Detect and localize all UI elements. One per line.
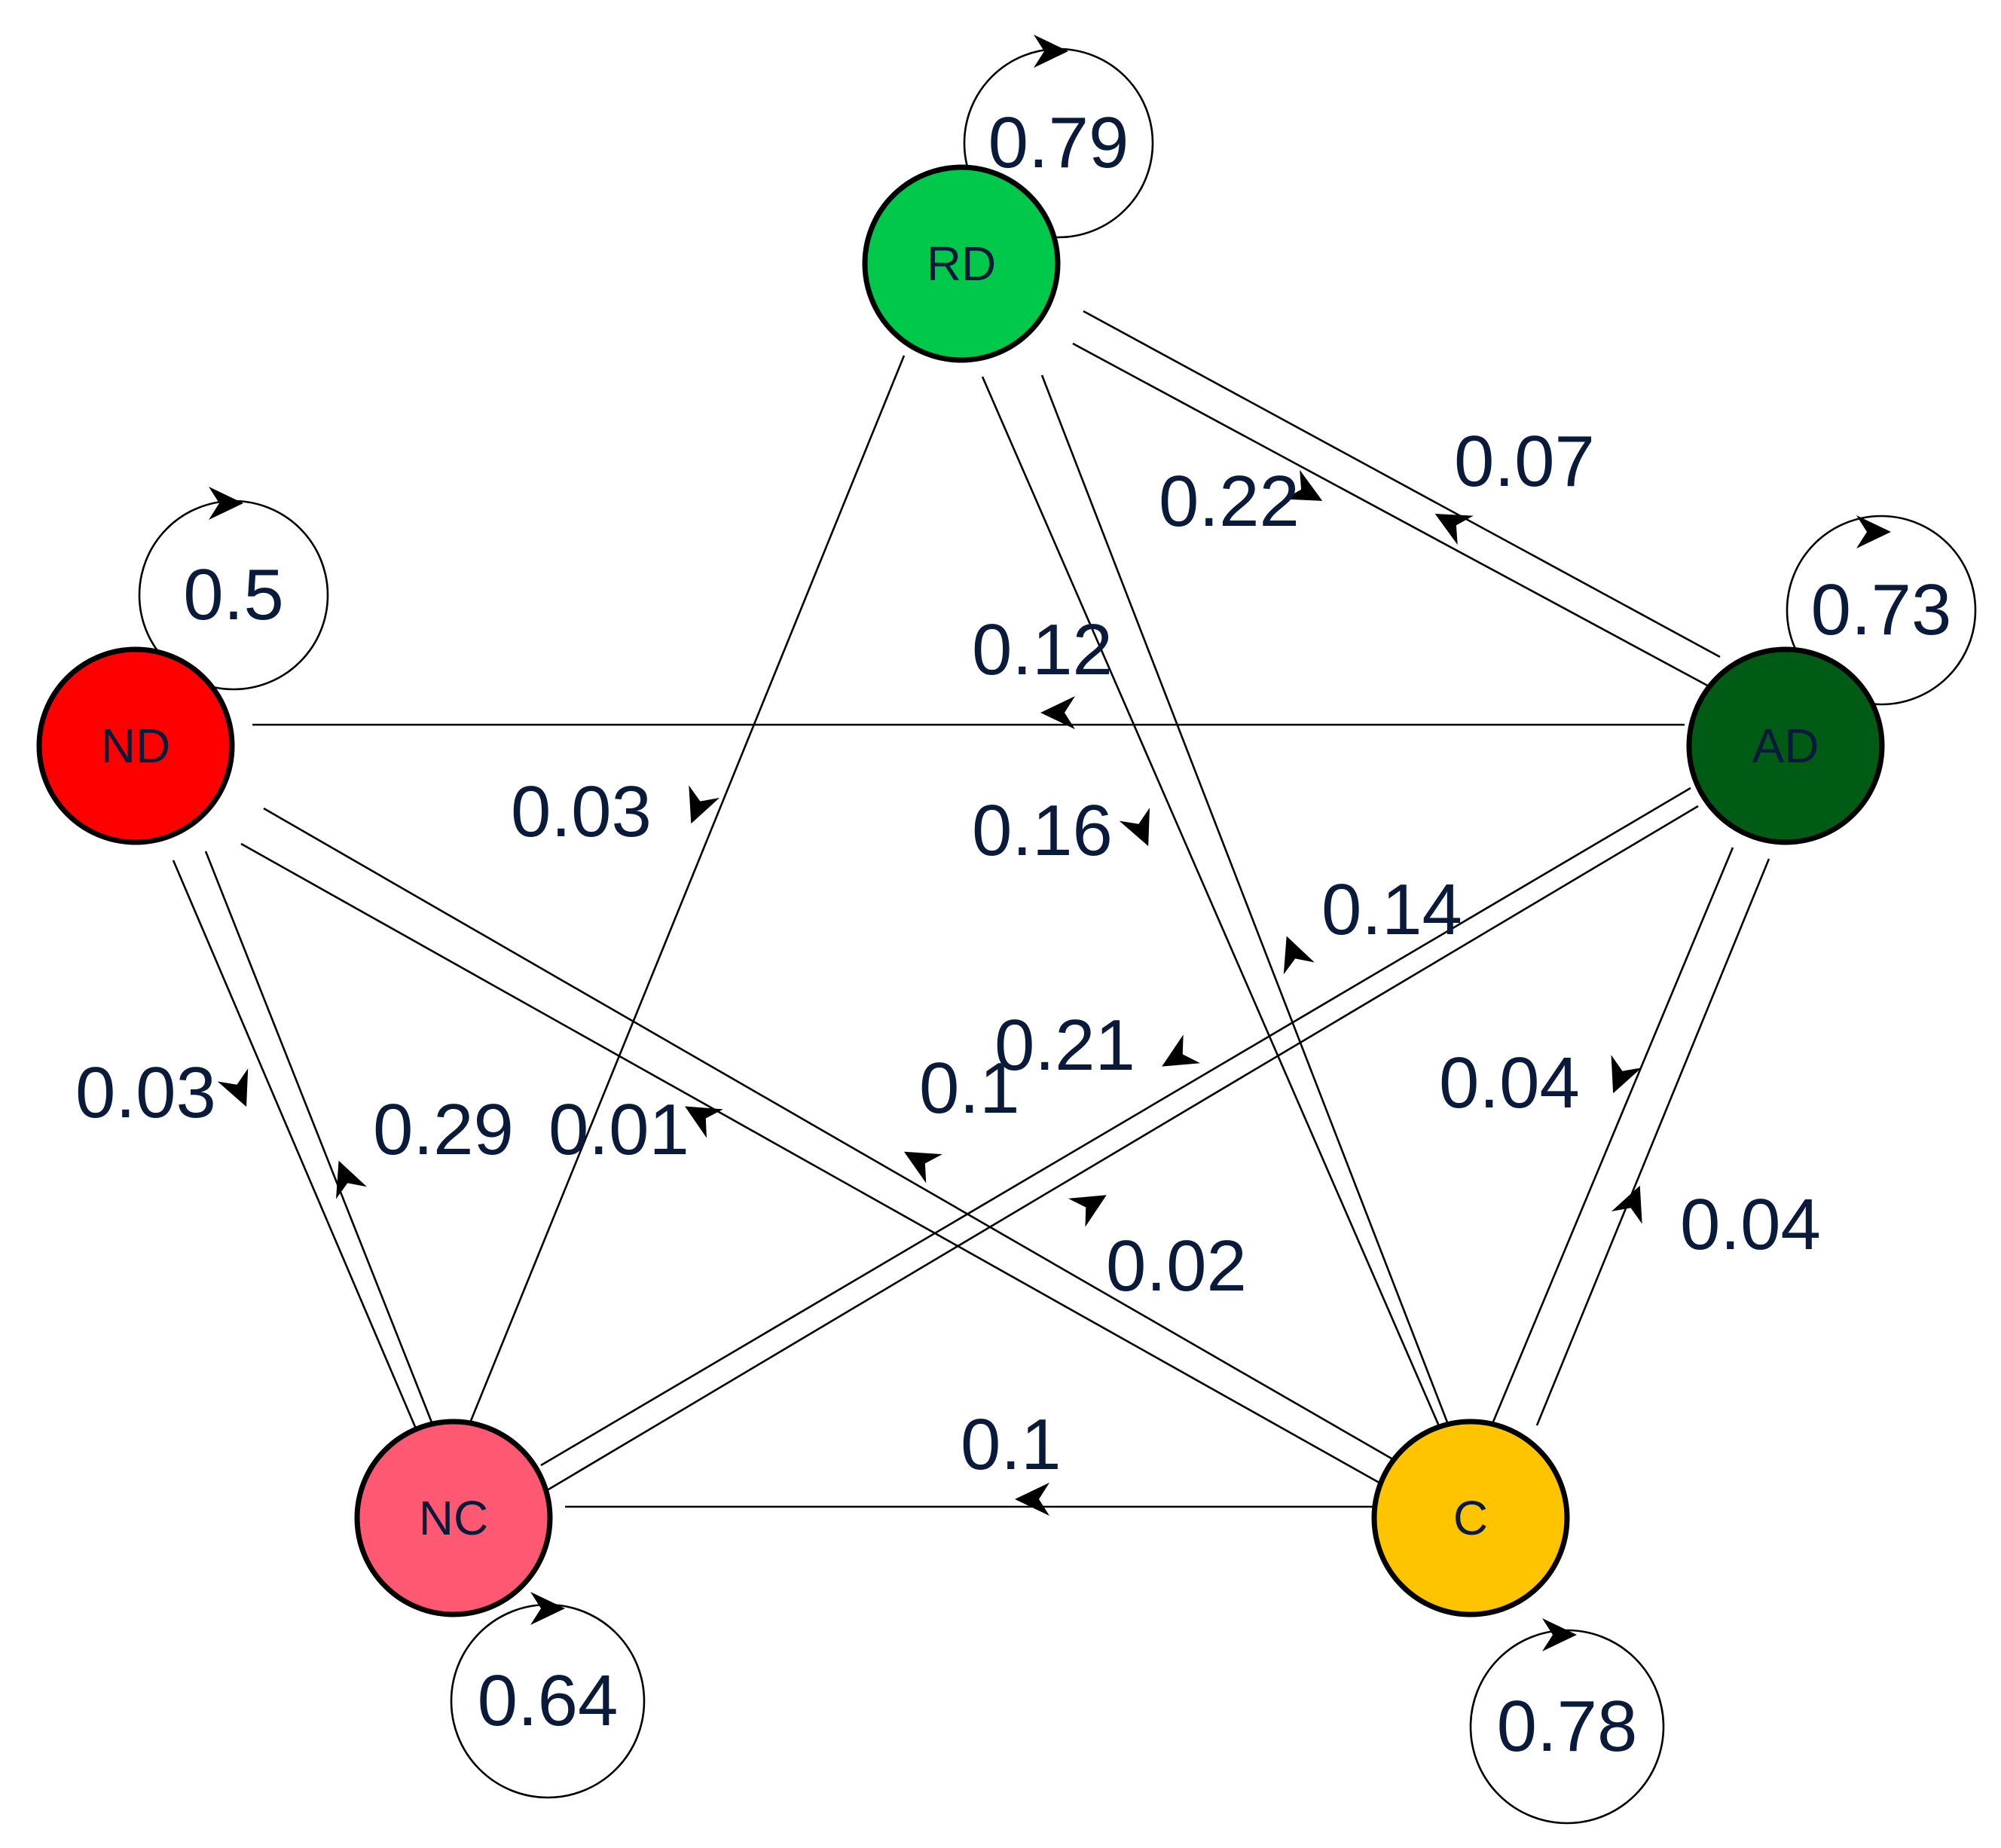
edge-probability-label: 0.29 (373, 1089, 514, 1170)
edge-c-to-nd (240, 842, 1396, 1493)
edge-nc-to-nd (204, 851, 435, 1427)
edge-probability-label: 0.14 (1321, 869, 1462, 950)
node-circle (354, 1419, 553, 1617)
node-circle (36, 646, 235, 845)
node-nd: ND (36, 646, 235, 845)
edge-probability-label: 0.01 (548, 1089, 689, 1170)
loop-probability-label: 0.78 (1497, 1686, 1638, 1767)
edge-rd-to-nc (463, 355, 906, 1438)
edge-arrowhead (1283, 936, 1315, 975)
edge-rd-to-c (981, 376, 1443, 1434)
edge-arrowhead (217, 1068, 249, 1107)
edge-arrowhead (1068, 1195, 1107, 1227)
edge-line (240, 842, 1396, 1493)
edge-probability-label: 0.03 (511, 771, 652, 852)
edge-arrowhead (685, 1106, 723, 1138)
edge-c-to-ad (1535, 858, 1770, 1426)
edge-line (463, 355, 906, 1438)
loop-arrowhead (1856, 515, 1891, 548)
loop-arrowhead (530, 1592, 565, 1625)
node-label: AD (1752, 719, 1819, 773)
node-label: C (1453, 1491, 1488, 1545)
node-nc: NC (354, 1419, 553, 1617)
loop-arrowhead (1542, 1618, 1577, 1651)
loop-circle (1786, 515, 1977, 706)
edge-probability-label: 0.21 (994, 1005, 1135, 1086)
edge-probability-label: 0.22 (1159, 461, 1300, 542)
self-loop-nc (450, 1592, 646, 1799)
edge-probability-label: 0.12 (972, 609, 1113, 690)
node-circle (862, 164, 1061, 363)
edge-line (204, 851, 435, 1427)
node-label: ND (101, 719, 170, 773)
self-loop-c (1469, 1618, 1665, 1825)
loop-arrowhead (209, 487, 243, 520)
edge-ad-to-rd (1083, 310, 1721, 658)
node-label: NC (419, 1491, 488, 1545)
edge-arrowhead (1611, 1185, 1642, 1224)
edge-line (1490, 847, 1734, 1426)
loop-probability-label: 0.79 (988, 102, 1129, 183)
edge-probability-label: 0.07 (1454, 421, 1595, 502)
node-ad: AD (1686, 646, 1885, 845)
edge-arrowhead (1434, 514, 1474, 545)
self-loop-rd (963, 35, 1154, 239)
node-circle (1371, 1419, 1570, 1617)
self-loops-layer (138, 35, 1977, 1825)
edge-line (1535, 858, 1770, 1426)
edge-c-to-rd (1040, 374, 1454, 1437)
edge-line (540, 787, 1691, 1467)
edge-probability-label: 0.04 (1439, 1043, 1580, 1123)
loop-arrowhead (1034, 35, 1068, 68)
loop-probability-label: 0.5 (183, 554, 283, 635)
edge-line (1083, 310, 1721, 658)
edge-nc-to-ad (544, 805, 1699, 1493)
edge-probability-label: 0.03 (75, 1052, 216, 1133)
edge-arrowhead (1284, 469, 1323, 501)
node-label: RD (927, 237, 996, 291)
self-loop-nd (138, 487, 329, 691)
edge-ad-to-c (1490, 847, 1734, 1426)
edge-probability-label: 0.04 (1680, 1184, 1821, 1265)
edge-probability-label: 0.16 (972, 790, 1113, 871)
edge-probability-label: 0.1 (919, 1048, 1019, 1129)
edge-rd-to-ad (1072, 342, 1722, 695)
node-circle (1686, 646, 1885, 845)
edge-arrowhead (1119, 808, 1150, 847)
loop-probability-label: 0.73 (1811, 570, 1952, 650)
self-loop-ad (1786, 515, 1977, 706)
edge-c-to-nc (565, 1483, 1374, 1516)
edge-line (263, 807, 1417, 1474)
edge-nd-to-nc (172, 860, 423, 1443)
loop-probability-label: 0.64 (478, 1660, 619, 1741)
edge-arrowhead (1040, 696, 1075, 729)
edge-arrowhead (1162, 1034, 1200, 1067)
edge-line (981, 376, 1443, 1434)
edge-c-to-nd (263, 807, 1417, 1474)
edge-probability-label: 0.02 (1106, 1226, 1247, 1306)
node-c: C (1371, 1419, 1570, 1617)
edge-labels-layer: 0.22 0.07 0.12 0.03 0.16 0.14 0.21 0.03 0.29 0.01… (75, 102, 1951, 1767)
nodes-layer: RD ND AD NC C (36, 164, 1885, 1617)
edge-ad-to-nd (252, 696, 1685, 729)
node-rd: RD (862, 164, 1061, 363)
edges-layer (172, 310, 1770, 1516)
edge-probability-label: 0.1 (961, 1404, 1061, 1485)
edge-line (544, 805, 1699, 1493)
edge-line (1040, 374, 1454, 1437)
edge-line (1072, 342, 1722, 695)
edge-arrowhead (336, 1160, 367, 1199)
edge-ad-to-nc (540, 787, 1691, 1467)
edge-line (172, 860, 423, 1443)
edge-arrowhead (1015, 1483, 1049, 1516)
edge-arrowhead (689, 785, 720, 824)
edge-arrowhead (1611, 1055, 1642, 1094)
edge-arrowhead (903, 1151, 942, 1184)
